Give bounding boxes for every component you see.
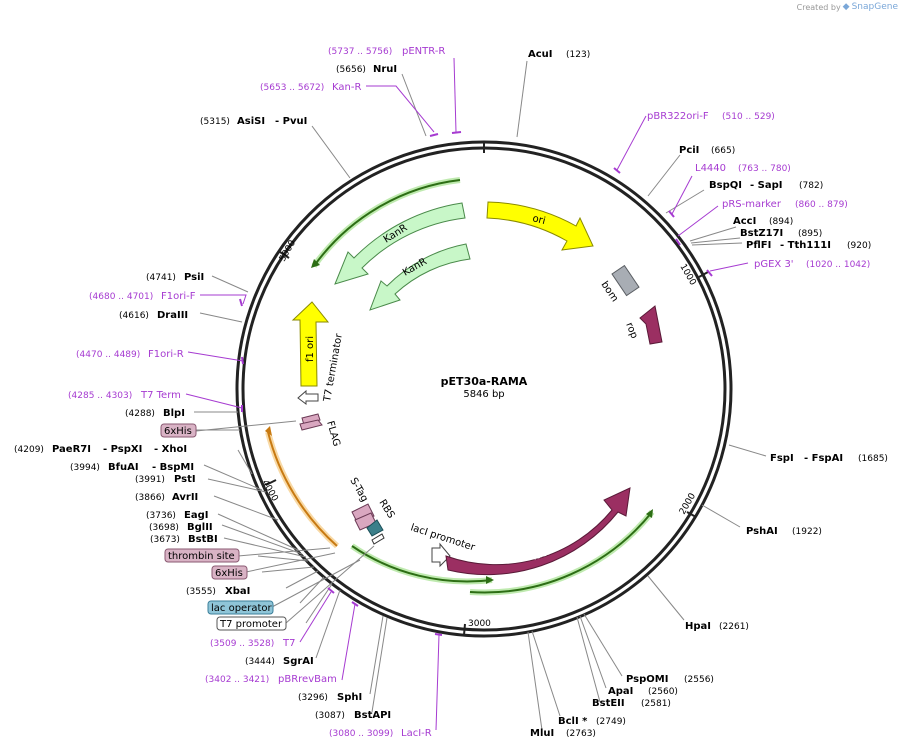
kanr-inner-feature[interactable] [369,243,471,311]
enzyme-eagi[interactable]: (3736)EagI [146,510,208,521]
boxed-label-lac-operator-text: lac operator [211,603,272,614]
green-arc-bottom2 [469,511,653,594]
enzyme-psii[interactable]: (4741)PsiI [146,272,204,283]
primer-f1ori-f[interactable]: (4680 .. 4701)F1ori-F [89,291,196,302]
enzyme-bfuai[interactable]: (3994)BfuAI- BspMI [70,462,194,473]
primer-t7[interactable]: (3509 .. 3528)T7 [210,638,295,649]
orange-arc-arrow-icon [265,426,272,436]
flag-label: FLAG [324,420,342,448]
enzyme-blpi[interactable]: (4288)BlpI [125,408,185,419]
flag-feature-2[interactable] [299,419,323,431]
enzyme-apai[interactable]: ApaI(2560) [608,686,678,697]
primer-kan-r[interactable]: (5653 .. 5672)Kan-R [260,82,361,93]
enzyme-bcli[interactable]: BclI *(2749) [558,716,626,727]
primer-prs-marker[interactable]: pRS-marker(860 .. 879) [722,199,848,210]
s-tag-label: S-Tag [347,476,370,504]
bom-feature[interactable] [611,264,640,297]
laci-feature[interactable] [445,487,631,576]
primer-t7term[interactable]: (4285 .. 4303)T7 Term [68,390,181,401]
enzyme-acui[interactable]: AcuI(123) [528,49,590,60]
primer-l4440[interactable]: L4440(763 .. 780) [695,163,791,174]
enzyme-nrui[interactable]: (5656)NruI [336,64,397,75]
t7-terminator-label: T7 terminator [322,332,345,404]
enzyme-bstz17i[interactable]: BstZ17I(895) [740,228,822,239]
green-arc-bottom1 [351,545,493,583]
boxed-label-t7-promoter-text: T7 promoter [219,619,283,630]
enzyme-hpai[interactable]: HpaI(2261) [685,621,749,632]
primer-ring-marks [239,131,713,636]
enzyme-sgrai[interactable]: (3444)SgrAI [245,656,314,667]
green-arc-bottom2-arrow-icon [646,509,653,518]
enzyme-bspqi[interactable]: BspQI- SapI(782) [709,180,823,191]
f1-ori-label: f1 ori [305,336,316,362]
enzyme-acci[interactable]: AccI(894) [733,216,793,227]
orange-arc [267,431,338,547]
green-arc-top [313,179,461,267]
boxed-label-thrombin[interactable]: thrombin site [164,548,240,563]
enzyme-bstbi[interactable]: (3673)BstBI [150,534,218,545]
enzyme-sphi[interactable]: (3296)SphI [298,692,362,703]
rbs-feature[interactable] [366,519,384,537]
rbs-label: RBS [376,498,396,521]
rop-feature[interactable] [639,305,663,345]
enzyme-bstapi[interactable]: (3087)BstAPI [315,710,391,721]
enzyme-fspi[interactable]: FspI- FspAI(1685) [770,453,888,464]
orange-arc-glow [265,431,340,549]
credit-brand: SnapGene [851,2,898,12]
lac-operator-small-feature[interactable] [371,533,385,545]
snapgene-logo-icon: ◆ [842,2,850,12]
feature-leader-lines [195,420,375,624]
kanr-outer-feature[interactable] [334,202,466,285]
ring-tick-1000: 1000 [677,263,697,288]
ring-tick-marks [265,142,709,636]
enzyme-asisi[interactable]: (5315)AsiSI- PvuI [200,116,307,127]
boxed-label-6xhis-bottom[interactable]: 6xHis [211,565,248,580]
enzyme-mlui[interactable]: MluI(2763) [530,728,596,739]
green-arc-top-arrow-icon [311,259,320,268]
laci-promoter-feature[interactable] [431,542,451,568]
enzyme-bsteii[interactable]: BstEII(2581) [592,698,671,709]
primer-f1ori-r[interactable]: (4470 .. 4489)F1ori-R [76,349,184,360]
primer-laci-r[interactable]: (3080 .. 3099)LacI-R [329,728,432,739]
ori-label: ori [531,213,546,227]
boxed-label-6xhis-bottom-text: 6xHis [215,568,243,579]
enzyme-bglii[interactable]: (3698)BglII [149,522,213,533]
green-arc-bottom1-arrow-icon [486,576,494,584]
bom-label: bom [599,280,621,305]
plasmid-length: 5846 bp [463,389,504,400]
boxed-label-6xhis-top[interactable]: 6xHis [160,423,197,438]
enzyme-psti[interactable]: (3991)PstI [135,474,196,485]
primer-pentr-r[interactable]: (5737 .. 5756)pENTR-R [328,46,445,57]
boxed-label-thrombin-text: thrombin site [168,551,235,562]
primer-pbrrevbam[interactable]: (3402 .. 3421)pBRrevBam [205,674,337,685]
enzyme-paer7i[interactable]: (4209)PaeR7I- PspXI- XhoI [14,444,187,455]
credit-text: Created by [796,2,841,12]
ring-tick-3000: 3000 [468,619,491,629]
enzyme-pshai[interactable]: PshAI(1922) [746,526,822,537]
enzyme-pflfi[interactable]: PflFI- Tth111I(920) [746,240,871,251]
rop-label: rop [623,321,639,340]
created-by-credit: Created by ◆ SnapGene [797,2,898,12]
boxed-label-lac-operator[interactable]: lac operator [207,600,274,615]
f1-ori-feature[interactable] [291,301,330,387]
enzyme-xbai[interactable]: (3555)XbaI [186,586,250,597]
enzyme-pcii[interactable]: PciI(665) [679,145,735,156]
enzyme-avrii[interactable]: (3866)AvrII [135,492,198,503]
primer-pgex3[interactable]: pGEX 3'(1020 .. 1042) [754,259,870,270]
enzyme-pspomi[interactable]: PspOMI(2556) [626,674,714,685]
enzyme-draiii[interactable]: (4616)DraIII [119,310,188,321]
boxed-label-6xhis-top-text: 6xHis [164,426,192,437]
t7-terminator-feature[interactable] [297,389,319,405]
plasmid-name: pET30a-RAMA [441,375,528,388]
primer-leader-lines [185,57,749,731]
ori-feature[interactable] [486,201,594,251]
boxed-label-t7-promoter[interactable]: T7 promoter [216,616,287,631]
primer-pbr322ori-f[interactable]: pBR322ori-F(510 .. 529) [647,111,775,122]
